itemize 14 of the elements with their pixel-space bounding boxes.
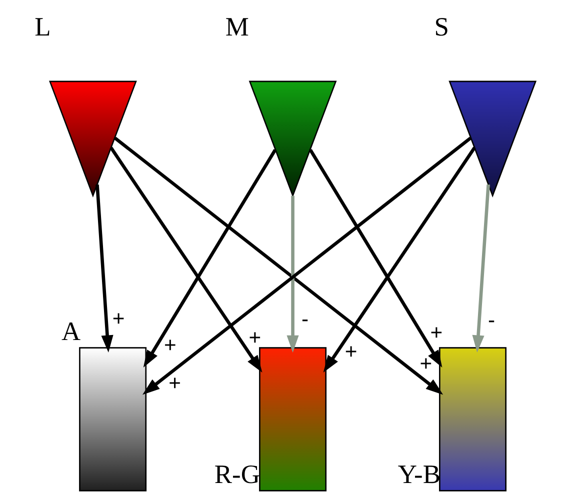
node-label: Y-B (397, 458, 440, 488)
node-label: A (61, 315, 80, 346)
edge-label: + (344, 340, 357, 363)
edge-label: + (168, 372, 180, 395)
edge-label: - (487, 308, 495, 332)
edge-label: + (419, 352, 432, 376)
edge-label: + (112, 306, 124, 330)
node-label: S (434, 10, 449, 41)
edge-label: + (430, 320, 442, 344)
edge-label: - (301, 308, 308, 331)
edge-label: + (163, 334, 176, 357)
edge-label: + (248, 326, 261, 350)
node-label: M (224, 10, 248, 41)
node-label: L (34, 10, 50, 41)
